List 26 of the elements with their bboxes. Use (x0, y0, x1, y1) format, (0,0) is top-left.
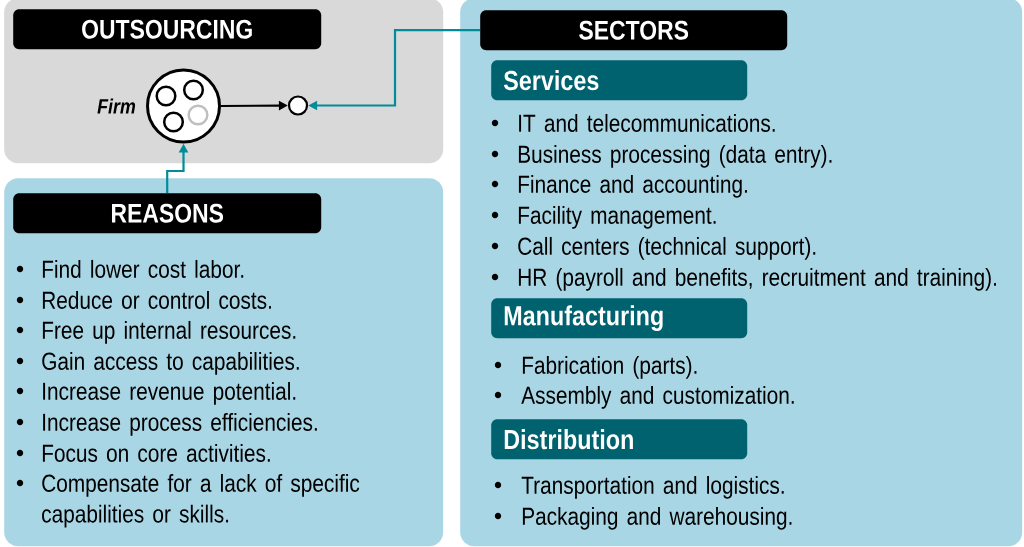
list-item: Find lower cost labor. (42, 259, 244, 278)
list-item: Call centers (technical support). (518, 236, 816, 260)
section-header: Distribution (491, 419, 748, 460)
title-bar: SECTORS (480, 10, 788, 51)
list-item: Focus on core activities. (42, 443, 270, 462)
list-item: Packaging and warehousing. (522, 506, 792, 530)
list-item: Increase revenue potential. (43, 381, 296, 405)
small-circle (287, 95, 309, 116)
list-item: Business processing (data entry). (518, 144, 832, 168)
list-item: Increase process efficiencies. (43, 412, 317, 436)
list-item: Reduce or control costs. (42, 290, 271, 309)
section-header: Services (491, 60, 748, 101)
node-caption: Firm (97, 98, 136, 114)
title-bar: OUTSOURCING (13, 9, 322, 50)
list-item: Fabrication (parts). (522, 355, 697, 379)
list-item: Free up internal resources. (42, 320, 296, 344)
list-item: Assembly and customization. (521, 385, 794, 409)
list-item: Transportation and logistics. (521, 475, 784, 499)
list-item: IT and telecommunications. (519, 113, 775, 132)
section-header: Manufacturing (491, 298, 748, 339)
list-item: Facility management. (518, 205, 716, 229)
list-item: Compensate for a lack of specific capabilities or skills. (42, 473, 360, 528)
list-item: Gain access to capabilities. (42, 351, 299, 375)
title-bar: REASONS (13, 193, 322, 234)
list-item: Finance and accounting. (518, 174, 747, 198)
list-item: HR (payroll and benefits, recruitment and training). (518, 267, 996, 291)
